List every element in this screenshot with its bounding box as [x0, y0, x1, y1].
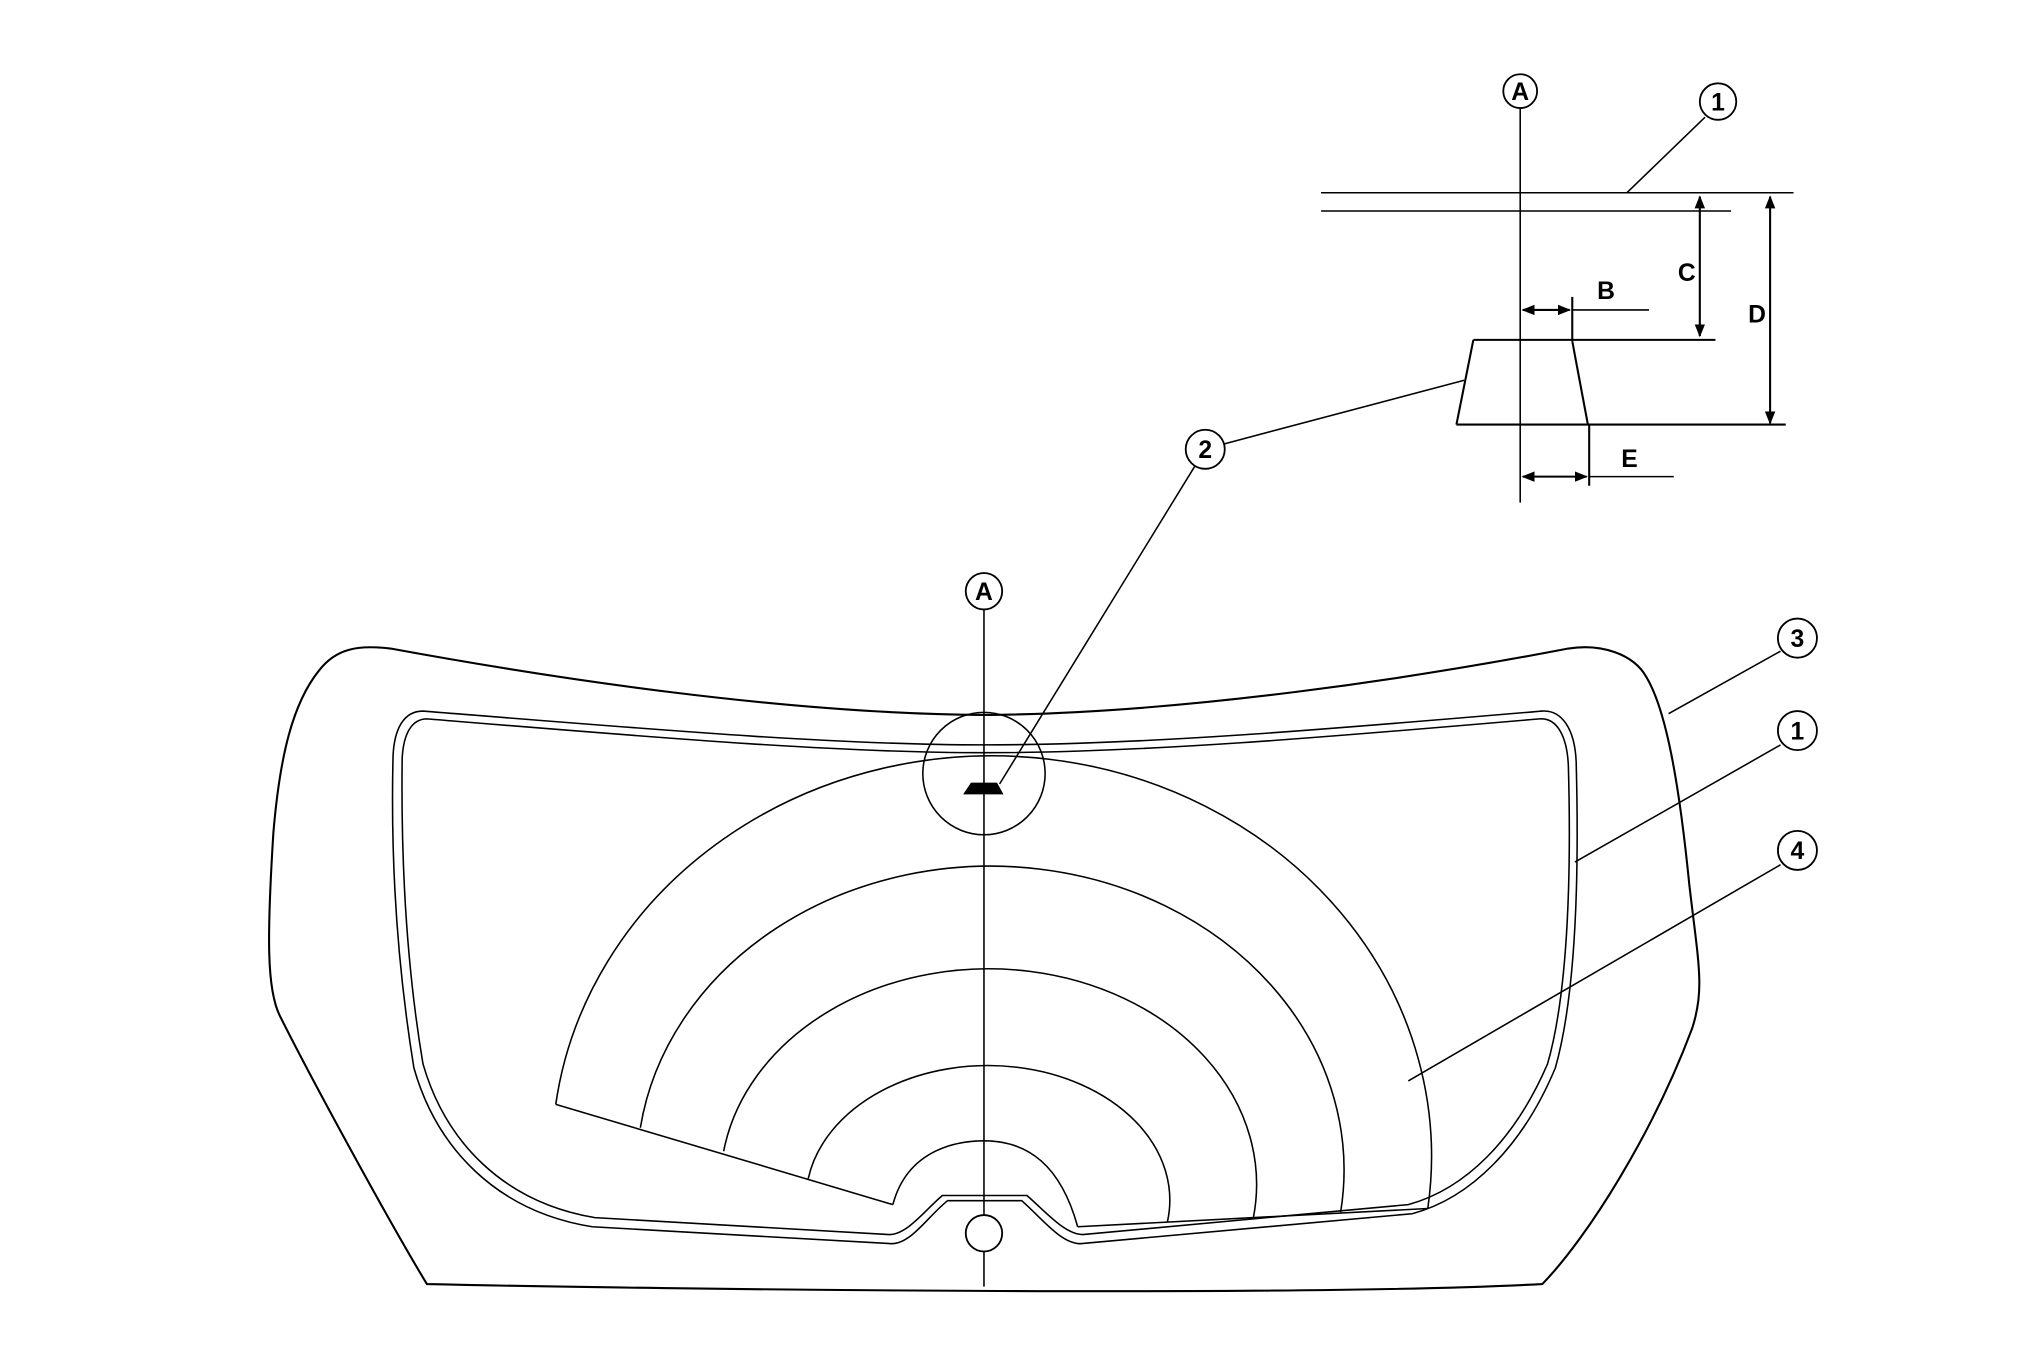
callout-1-detail: 1 [1698, 82, 1738, 121]
callout-1-label: 1 [1791, 718, 1805, 745]
callout-3: 3 [1777, 617, 1818, 659]
glass-outline-inner [401, 718, 1571, 1236]
datum-a-balloon-detail: A [1502, 73, 1539, 110]
callout-4-label: 4 [1791, 838, 1805, 865]
leader-line-3 [1668, 650, 1781, 715]
leader-line-2-main [998, 465, 1196, 785]
leader-line-4 [1407, 864, 1781, 1082]
dimension-e-label: E [1621, 446, 1637, 473]
callout-2-label: 2 [1198, 437, 1212, 464]
leader-line-1-detail [1626, 116, 1706, 194]
dimension-c-label: C [1678, 260, 1696, 287]
glass-outline-outer [391, 710, 1578, 1245]
datum-a-main-label: A [975, 579, 993, 606]
spacer-marker [963, 782, 1004, 795]
callout-1: 1 [1777, 710, 1818, 752]
dimension-b-label: B [1597, 278, 1615, 305]
dimension-d-label: D [1748, 302, 1766, 329]
detail-zoom-circle [922, 711, 1046, 836]
datum-a-balloon-main: A [964, 572, 1004, 611]
spacer-section [1455, 338, 1786, 426]
callout-3-label: 3 [1791, 626, 1805, 653]
back-door-panel-outline [268, 646, 1701, 1293]
callout-4: 4 [1777, 829, 1818, 871]
leader-line-1 [1574, 744, 1781, 863]
lock-hole [964, 1214, 1004, 1253]
heating-wire-pattern [554, 755, 1433, 1228]
leader-line-2-detail [1223, 379, 1465, 445]
callout-1-detail-label: 1 [1711, 89, 1725, 116]
datum-a-label: A [1511, 79, 1529, 106]
callout-2: 2 [1184, 428, 1226, 470]
detail-view: A 1 C D B E [1321, 73, 1794, 503]
